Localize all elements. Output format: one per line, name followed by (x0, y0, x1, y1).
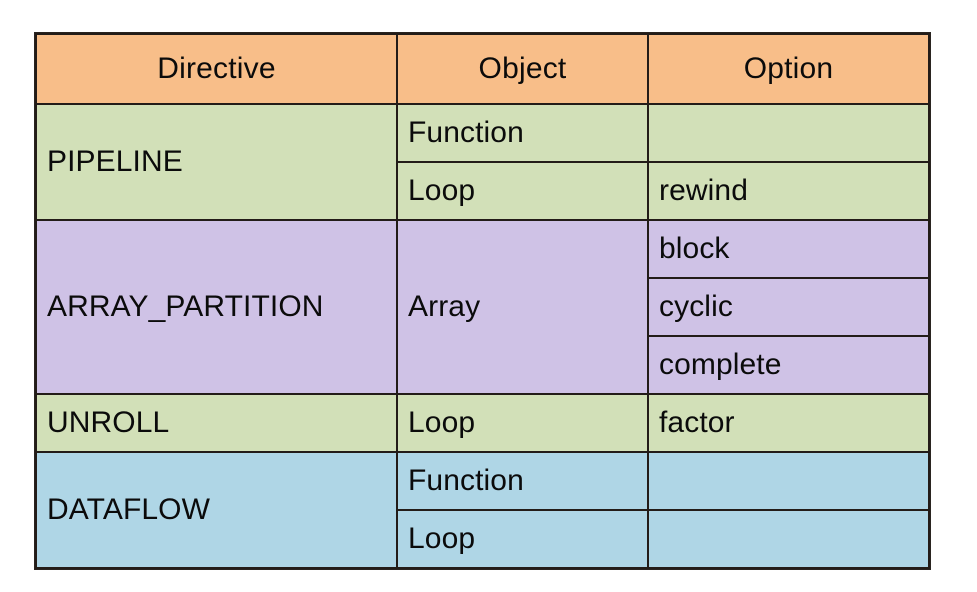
option-cell (647, 103, 930, 163)
directive-table-container: Directive Object Option PIPELINE Functio… (35, 33, 930, 569)
table-row: DATAFLOW Function (35, 451, 930, 569)
table-row: PIPELINE Function (35, 103, 930, 221)
option-cell: factor (647, 393, 930, 453)
column-header-object: Object (396, 33, 649, 105)
directive-cell-array-partition: ARRAY_PARTITION (35, 219, 398, 395)
object-cell: Function (396, 451, 649, 511)
option-cell: rewind (647, 161, 930, 221)
table-header: Directive Object Option (35, 33, 930, 105)
option-cell: complete (647, 335, 930, 395)
object-cell: Loop (396, 509, 649, 569)
table-row: ARRAY_PARTITION Array block (35, 219, 930, 395)
table-row: Loop rewind (36, 161, 930, 221)
directive-cell-unroll: UNROLL (35, 393, 398, 453)
option-cell: cyclic (647, 277, 930, 337)
directive-cell-dataflow: DATAFLOW (35, 451, 398, 569)
table-row: UNROLL Loop factor (35, 393, 930, 453)
header-row: Directive Object Option (35, 33, 930, 105)
column-header-directive: Directive (35, 33, 398, 105)
directive-cell-pipeline: PIPELINE (35, 103, 398, 221)
option-cell: block (647, 219, 930, 279)
object-cell: Loop (396, 393, 649, 453)
directive-table: Directive Object Option PIPELINE Functio… (35, 33, 930, 569)
column-header-option: Option (647, 33, 930, 105)
object-cell: Loop (396, 161, 649, 221)
object-cell: Function (396, 103, 649, 163)
table-body: PIPELINE Function Loop rewind ARRAY_PART… (35, 103, 930, 569)
option-cell (647, 451, 930, 511)
object-cell-array: Array (396, 219, 649, 395)
option-cell (647, 509, 930, 569)
